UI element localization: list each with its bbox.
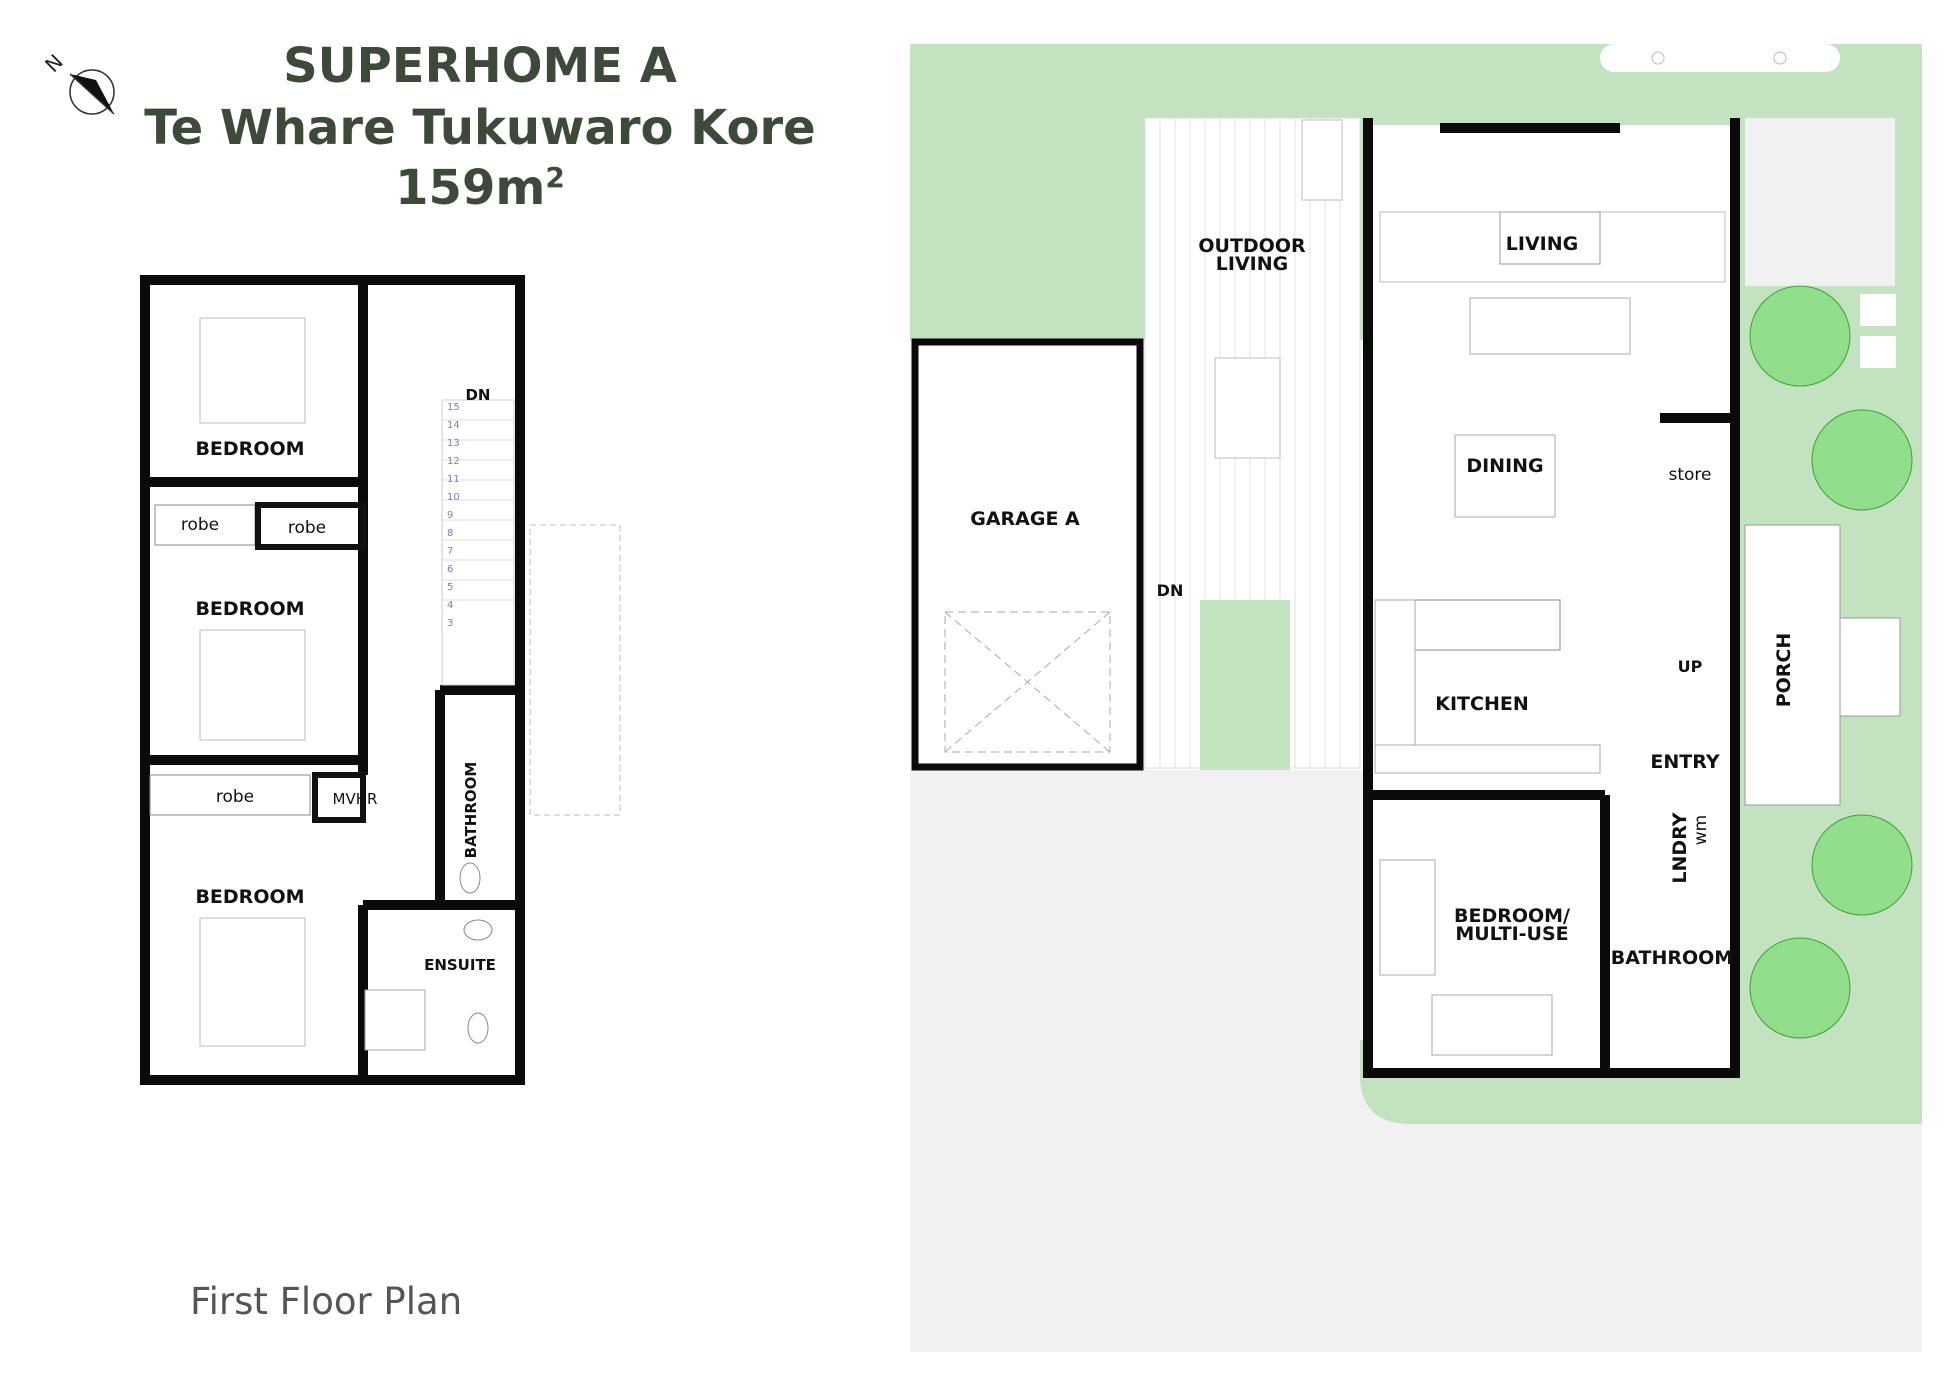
north-arrow-icon: N bbox=[40, 49, 115, 115]
room-label-mvhr: MVHR bbox=[333, 790, 378, 808]
porch bbox=[1744, 524, 1841, 806]
ground-floor-plan: OUTDOOR LIVING LIVING DINING KITCHEN GAR… bbox=[910, 44, 1922, 1352]
planter-box bbox=[1860, 336, 1896, 368]
room-label-living: LIVING bbox=[1506, 233, 1578, 255]
kitchen-counter bbox=[1374, 744, 1601, 774]
plan-subtitle: Te Whare Tukuwaro Kore bbox=[144, 100, 816, 156]
toilet-icon bbox=[459, 862, 481, 894]
stair-number: 3 bbox=[447, 618, 453, 629]
plan-area: 159m2 bbox=[120, 160, 840, 216]
kitchen-island bbox=[1414, 599, 1561, 651]
stair-number: 5 bbox=[447, 582, 453, 593]
plan-area-unit-sup: 2 bbox=[545, 161, 565, 194]
appliance-label-wm: wm bbox=[1691, 815, 1711, 845]
bbq bbox=[1301, 119, 1343, 201]
room-label-ensuite: ENSUITE bbox=[424, 956, 496, 974]
room-label-robe-1: robe bbox=[181, 515, 219, 535]
room-label-porch: PORCH bbox=[1773, 633, 1795, 708]
bed bbox=[199, 629, 306, 741]
sofa bbox=[1469, 297, 1631, 355]
first-floor-caption: First Floor Plan bbox=[190, 1280, 463, 1323]
room-label-robe-2: robe bbox=[288, 518, 326, 538]
outdoor-seat bbox=[1600, 44, 1840, 72]
plan-title: SUPERHOME A bbox=[283, 38, 677, 94]
tv-unit bbox=[1499, 211, 1601, 265]
room-label-garage: GARAGE A bbox=[970, 508, 1080, 530]
tree-icon bbox=[1749, 937, 1851, 1039]
room-label-ground-bathroom: BATHROOM bbox=[1611, 947, 1733, 969]
stair-number: 7 bbox=[447, 546, 453, 557]
room-label-kitchen: KITCHEN bbox=[1435, 693, 1528, 715]
room-label-bedroom-3: BEDROOM bbox=[195, 886, 304, 908]
room-label-bedroom-multi: BEDROOM/ bbox=[1454, 905, 1570, 927]
outdoor-table bbox=[1214, 357, 1281, 459]
room-label-bedroom-2: BEDROOM bbox=[195, 598, 304, 620]
side-terrace bbox=[1745, 118, 1895, 286]
room-label-outdoor-living-2: LIVING bbox=[1216, 253, 1288, 275]
basin-icon bbox=[463, 919, 493, 941]
robe-cupboard bbox=[255, 502, 366, 550]
void-below-outline bbox=[529, 524, 621, 816]
stair-number: 14 bbox=[447, 420, 460, 431]
room-label-dining: DINING bbox=[1466, 455, 1543, 477]
stair-number: 13 bbox=[447, 438, 460, 449]
shower bbox=[364, 989, 426, 1051]
room-label-store: store bbox=[1669, 465, 1712, 485]
stair bbox=[441, 399, 515, 686]
north-label: N bbox=[40, 49, 68, 77]
stair-number: 4 bbox=[447, 600, 453, 611]
robe-cupboard bbox=[149, 774, 311, 816]
tree-icon bbox=[1749, 285, 1851, 387]
stair-label-dn-first: DN bbox=[465, 386, 490, 404]
stair-number: 8 bbox=[447, 528, 453, 539]
room-label-outdoor-living: OUTDOOR bbox=[1198, 235, 1306, 257]
stair-label-dn: DN bbox=[1157, 581, 1184, 600]
tree-icon bbox=[1811, 814, 1913, 916]
stair-number: 9 bbox=[447, 510, 453, 521]
garage-car-space bbox=[944, 611, 1111, 753]
bed bbox=[199, 317, 306, 424]
room-label-robe-3: robe bbox=[216, 787, 254, 807]
stair-label-up: UP bbox=[1678, 657, 1703, 676]
tree-icon bbox=[1811, 409, 1913, 511]
stair-number: 12 bbox=[447, 456, 460, 467]
planter-box bbox=[1860, 294, 1896, 326]
room-label-bedroom-1: BEDROOM bbox=[195, 438, 304, 460]
garage bbox=[911, 338, 1144, 771]
toilet-icon bbox=[467, 1012, 489, 1044]
bed-sofa bbox=[1379, 859, 1436, 976]
kitchen-bench bbox=[1374, 599, 1416, 746]
bed bbox=[199, 917, 306, 1047]
dining-table bbox=[1454, 434, 1556, 518]
stair-number: 6 bbox=[447, 564, 453, 575]
room-label-entry: ENTRY bbox=[1650, 751, 1719, 773]
room-label-first-bathroom: BATHROOM bbox=[462, 762, 480, 859]
plan-area-value: 159m bbox=[395, 160, 546, 216]
stair-number: 11 bbox=[447, 474, 460, 485]
porch-steps bbox=[1839, 617, 1901, 717]
stair-number: 10 bbox=[447, 492, 460, 503]
room-label-laundry: LNDRY bbox=[1669, 812, 1691, 883]
stair-number: 15 bbox=[447, 402, 460, 413]
first-floor-plan: BEDROOM BEDROOM BEDROOM robe robe robe M… bbox=[140, 275, 621, 1085]
bedroom-couch bbox=[1431, 994, 1553, 1056]
room-label-bedroom-multi-2: MULTI-USE bbox=[1455, 923, 1568, 945]
mvhr-cupboard bbox=[312, 772, 366, 823]
